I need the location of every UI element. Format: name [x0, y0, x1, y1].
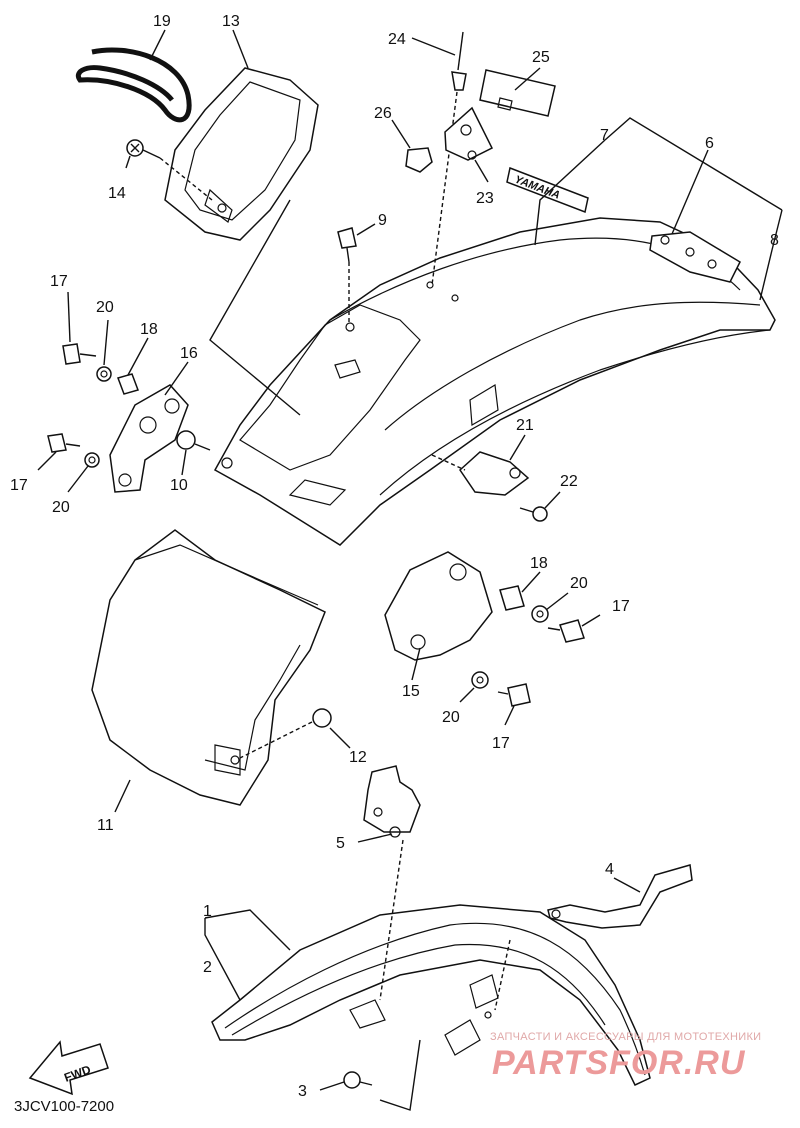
part-18-collar-b [499, 585, 525, 611]
part-24-rivet [431, 31, 467, 286]
part-26-cap-nut [405, 147, 433, 173]
callout-labels: 1 2 3 4 5 6 7 8 9 10 11 12 13 14 15 16 1… [10, 13, 779, 1100]
callout-12: 12 [349, 749, 367, 766]
part-5-bracket [363, 765, 421, 838]
callout-18b: 18 [530, 555, 548, 572]
fwd-arrow: FWD [28, 1040, 109, 1096]
callout-15: 15 [402, 683, 420, 700]
part-1-front-fender [211, 904, 651, 1086]
callout-17a: 17 [50, 273, 68, 290]
part-17-bolt-c [547, 619, 585, 643]
callout-9: 9 [378, 212, 387, 229]
part-9-bolt [337, 227, 357, 325]
callout-7: 7 [600, 127, 609, 144]
callout-13: 13 [222, 13, 240, 30]
part-20-washer-b [84, 452, 100, 468]
callout-20b: 20 [52, 499, 70, 516]
part-17-bolt-b [47, 433, 81, 453]
callout-5: 5 [336, 835, 345, 852]
callout-17b: 17 [10, 477, 28, 494]
part-23-bracket [444, 106, 494, 161]
callout-26: 26 [374, 105, 392, 122]
part-10-bolt [176, 430, 211, 451]
callout-20a: 20 [96, 299, 114, 316]
part-12-bolt [239, 708, 332, 759]
callout-20c: 20 [570, 575, 588, 592]
leader-lines [37, 29, 783, 1111]
part-17-bolt-d [497, 683, 531, 707]
callout-10: 10 [170, 477, 188, 494]
diagram-code: 3JCV100-7200 [14, 1098, 115, 1115]
callout-11: 11 [97, 817, 114, 834]
part-21-clamp [431, 451, 530, 496]
callout-8: 8 [770, 232, 779, 249]
callout-20d: 20 [442, 709, 460, 726]
callout-1: 1 [203, 903, 212, 920]
watermark-tagline: ЗАПЧАСТИ И АКСЕССУАРЫ ДЛЯ МОТОТЕХНИКИ [490, 1031, 762, 1043]
part-14-screw [126, 139, 213, 201]
callout-2: 2 [203, 959, 212, 976]
part-22-screw [519, 506, 548, 522]
callout-3: 3 [298, 1083, 307, 1100]
callout-17d: 17 [492, 735, 510, 752]
callout-14: 14 [108, 185, 126, 202]
callout-25: 25 [532, 49, 550, 66]
part-20-washer-a [96, 366, 112, 382]
callout-23: 23 [476, 190, 494, 207]
callout-4: 4 [605, 861, 614, 878]
callout-16: 16 [180, 345, 198, 362]
part-25-reflector [479, 69, 556, 117]
part-20-washer-c [531, 605, 549, 623]
part-13-bracket [164, 67, 319, 241]
watermark-logo: PARTSFOR.RU [492, 1044, 746, 1082]
callout-24: 24 [388, 31, 406, 48]
callout-21: 21 [516, 417, 534, 434]
part-18-collar-a [117, 373, 139, 395]
part-4-stay [547, 864, 693, 929]
callout-22: 22 [560, 473, 578, 490]
callout-19: 19 [153, 13, 171, 30]
part-15-bracket [384, 551, 493, 661]
part-16-bracket [109, 384, 189, 493]
callout-17c: 17 [612, 598, 630, 615]
part-7-emblem: YAMAHA [506, 166, 589, 214]
part-20-washer-d [471, 671, 489, 689]
callout-18a: 18 [140, 321, 158, 338]
rear-fender-assembly [213, 217, 776, 546]
callout-6: 6 [705, 135, 714, 152]
part-3-bolt [343, 1071, 373, 1089]
part-19-seal [75, 47, 192, 123]
part-11-inner-fender [91, 529, 326, 806]
part-17-bolt-a [62, 343, 97, 365]
